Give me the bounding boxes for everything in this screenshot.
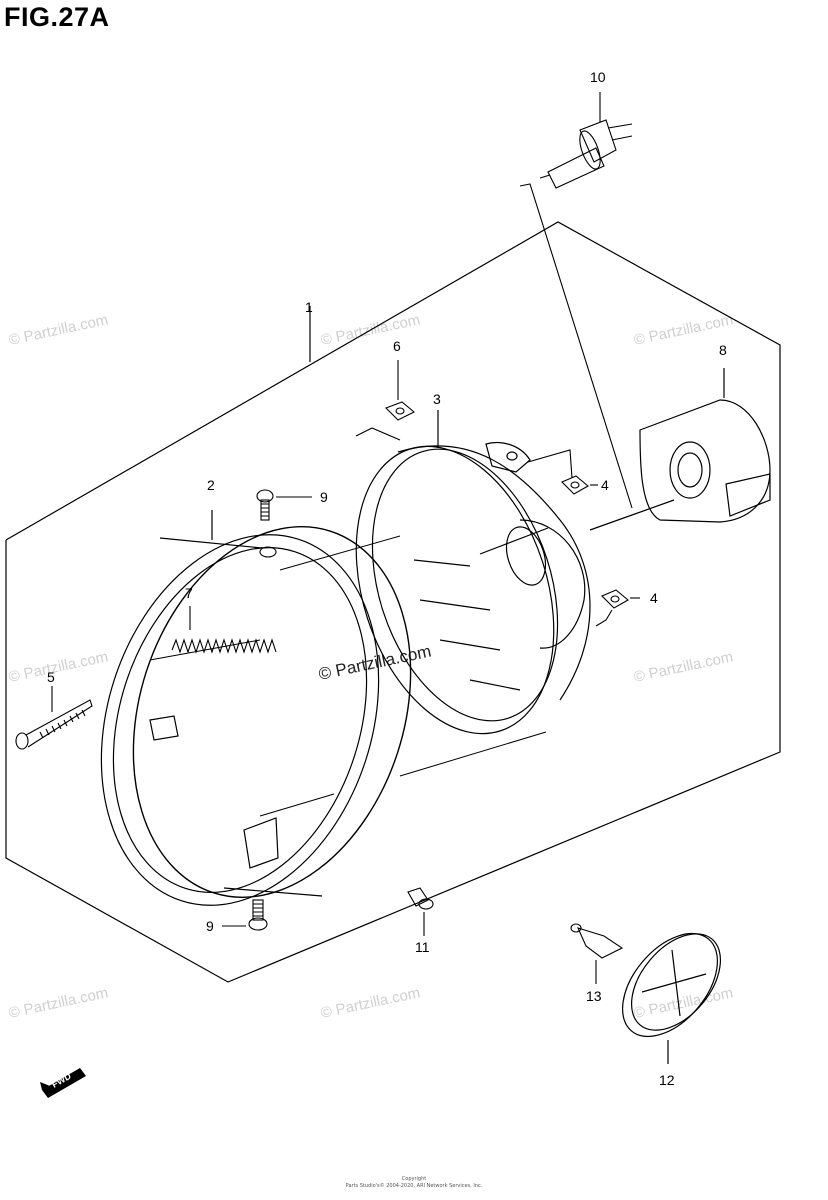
clip-nut-lower	[595, 589, 640, 627]
callout-10: 10	[590, 69, 606, 85]
fitting-screw	[407, 887, 434, 936]
leader-lines	[149, 535, 547, 817]
callout-5: 5	[47, 669, 55, 685]
clip-nut-top	[355, 360, 415, 441]
copyright-line: Copyright	[401, 1176, 427, 1182]
callout-3: 3	[433, 391, 441, 407]
callout-4: 4	[650, 590, 658, 606]
cover-cap	[621, 932, 722, 1064]
watermarks: © Partzilla.com © Partzilla.com © Partzi…	[7, 311, 734, 1022]
watermark-text-center: © Partzilla.com	[317, 642, 433, 684]
headlight-unit	[355, 410, 591, 735]
callout-2: 2	[207, 477, 215, 493]
forward-direction-badge: FWD	[40, 1068, 86, 1098]
callout-12: 12	[659, 1072, 675, 1088]
socket-cover	[589, 368, 771, 531]
headlamp-rim	[100, 510, 412, 906]
callout-7: 7	[185, 585, 193, 601]
watermark-text: © Partzilla.com	[7, 648, 109, 686]
copyright-notice: Parts Studio's© 2004-2020, ARI Network S…	[345, 1183, 483, 1189]
watermark-text: © Partzilla.com	[7, 311, 109, 349]
halogen-bulb	[519, 92, 633, 509]
spacer-stud	[570, 923, 624, 984]
callout-8: 8	[719, 342, 727, 358]
watermark-text: © Partzilla.com	[319, 984, 421, 1022]
callout-9: 9	[206, 918, 214, 934]
rim-screw-top	[256, 489, 312, 558]
adjusting-screw	[15, 686, 93, 750]
callout-9: 9	[320, 489, 328, 505]
figure-title: FIG.27A	[4, 2, 110, 32]
callout-13: 13	[586, 988, 602, 1004]
adjuster-spring	[171, 606, 277, 654]
callout-11: 11	[415, 939, 430, 955]
callout-1: 1	[305, 299, 313, 315]
clip-nut-right	[527, 449, 598, 495]
assembly-box	[5, 221, 781, 983]
rim-screw-bottom	[222, 899, 268, 931]
callout-4: 4	[601, 477, 609, 493]
callout-labels: 1 2 3 4 4 5 6 7 8 9 9 10 11 12 13	[47, 69, 727, 1088]
callout-6: 6	[393, 338, 401, 354]
watermark-text: © Partzilla.com	[632, 648, 734, 686]
watermark-text: © Partzilla.com	[7, 984, 109, 1022]
